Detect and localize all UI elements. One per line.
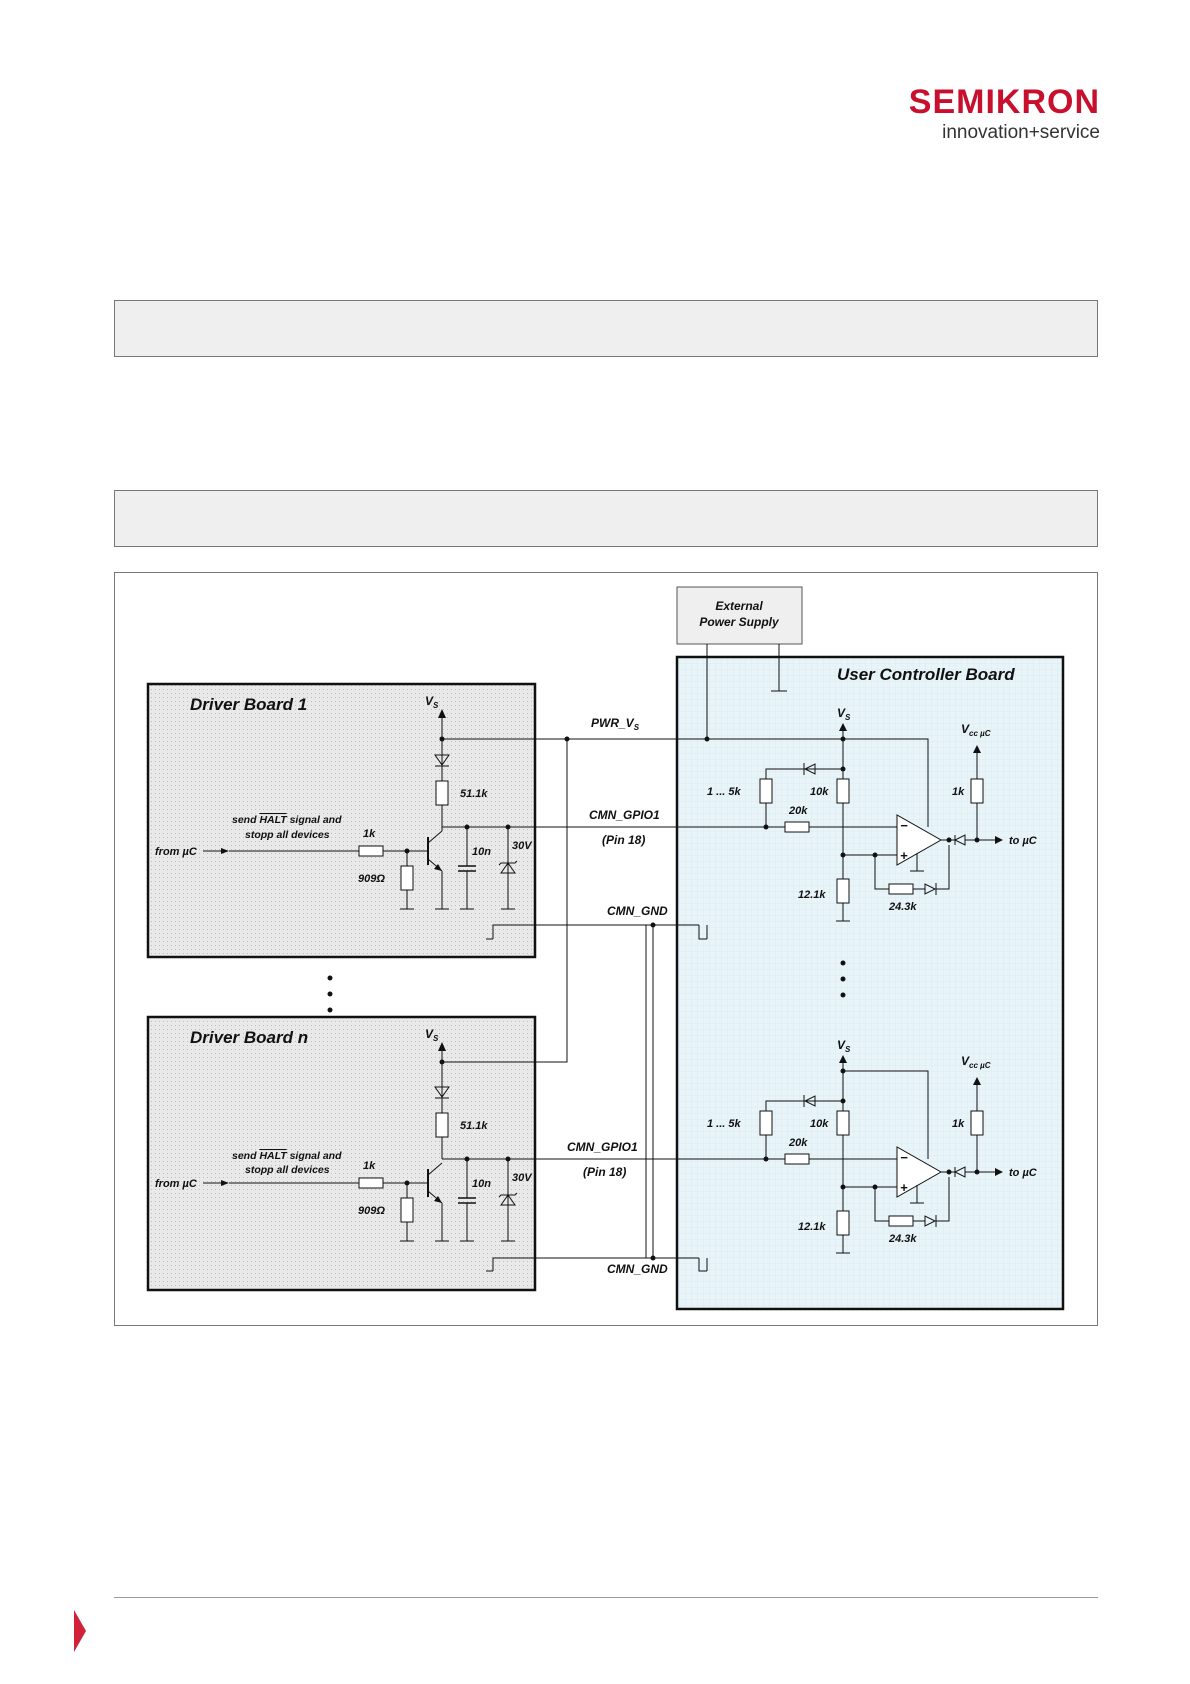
controller-channel-1: VS 1 ... 5k 10k 20k − + xyxy=(706,706,1038,939)
svg-text:20k: 20k xyxy=(788,805,808,817)
gpio-1-label: CMN_GPIO1 xyxy=(589,808,660,822)
pin-1-label: (Pin 18) xyxy=(602,833,645,847)
svg-text:1 ... 5k: 1 ... 5k xyxy=(707,1118,742,1130)
svg-text:+: + xyxy=(900,848,908,863)
svg-text:1k: 1k xyxy=(363,1160,376,1172)
pwr-vs-label: PWR_VS xyxy=(591,716,640,732)
svg-text:+: + xyxy=(900,1180,908,1195)
svg-text:−: − xyxy=(900,1150,908,1165)
footer-rule xyxy=(114,1597,1098,1598)
svg-text:to µC: to µC xyxy=(1009,1167,1038,1179)
svg-text:VS: VS xyxy=(425,694,439,710)
svg-text:10n: 10n xyxy=(472,1178,491,1190)
pin-n-label: (Pin 18) xyxy=(583,1165,626,1179)
svg-text:10k: 10k xyxy=(810,786,829,798)
figure-frame: External Power Supply User Controller Bo… xyxy=(114,572,1098,1326)
controller-board-title: User Controller Board xyxy=(837,665,1015,684)
page-marker-icon xyxy=(74,1610,86,1652)
semikron-logo: SEMIKRON innovation+service xyxy=(909,84,1100,144)
boardn-send-line1: send HALT signal and xyxy=(232,1150,342,1162)
svg-text:51.1k: 51.1k xyxy=(460,1120,488,1132)
svg-text:20k: 20k xyxy=(788,1137,808,1149)
svg-text:10n: 10n xyxy=(472,846,491,858)
gray-heading-bar-2 xyxy=(114,490,1098,547)
svg-text:12.1k: 12.1k xyxy=(798,889,826,901)
driver-board-1: Driver Board 1 VS 51.1k from µC send HAL… xyxy=(146,682,653,959)
svg-text:30V: 30V xyxy=(512,840,533,852)
external-power-supply-box xyxy=(676,586,803,645)
board1-send-line1: send HALT signal and xyxy=(232,814,342,826)
svg-text:Vcc µC: Vcc µC xyxy=(961,1054,991,1070)
svg-text:−: − xyxy=(900,818,908,833)
logo-tagline: innovation+service xyxy=(942,122,1100,143)
boardn-from-uc: from µC xyxy=(155,1178,198,1190)
gnd-n-label: CMN_GND xyxy=(607,1262,668,1276)
svg-text:VS: VS xyxy=(837,1038,851,1054)
external-supply-label-2: Power Supply xyxy=(699,615,780,629)
driver-board-n-title: Driver Board n xyxy=(190,1028,308,1047)
svg-text:51.1k: 51.1k xyxy=(460,788,488,800)
svg-text:909Ω: 909Ω xyxy=(358,873,385,885)
gpio-n-label: CMN_GPIO1 xyxy=(567,1140,638,1154)
svg-text:1 ... 5k: 1 ... 5k xyxy=(707,786,742,798)
svg-text:Vcc µC: Vcc µC xyxy=(961,722,991,738)
svg-text:1k: 1k xyxy=(363,828,376,840)
gray-heading-bar-1 xyxy=(114,300,1098,357)
logo-wordmark: SEMIKRON xyxy=(908,83,1100,121)
svg-text:10k: 10k xyxy=(810,1118,829,1130)
boardn-send-line2: stopp all devices xyxy=(245,1164,330,1176)
svg-text:VS: VS xyxy=(837,706,851,722)
driver-board-1-title: Driver Board 1 xyxy=(190,695,307,714)
svg-text:12.1k: 12.1k xyxy=(798,1221,826,1233)
circuit-diagram: External Power Supply User Controller Bo… xyxy=(146,586,1065,1311)
board1-from-uc: from µC xyxy=(155,846,198,858)
user-controller-board xyxy=(675,655,1065,1311)
svg-text:30V: 30V xyxy=(512,1172,533,1184)
controller-channel-n: VS 1 ... 5k 10k 20k − + 12.1k xyxy=(706,1038,1038,1271)
svg-text:909Ω: 909Ω xyxy=(358,1205,385,1217)
svg-text:VS: VS xyxy=(425,1027,439,1043)
svg-text:24.3k: 24.3k xyxy=(888,901,917,913)
gnd-1-label: CMN_GND xyxy=(607,904,668,918)
external-supply-label-1: External xyxy=(715,599,763,613)
svg-text:24.3k: 24.3k xyxy=(888,1233,917,1245)
svg-text:1k: 1k xyxy=(952,786,965,798)
svg-text:1k: 1k xyxy=(952,1118,965,1130)
board1-send-line2: stopp all devices xyxy=(245,829,330,841)
svg-text:to µC: to µC xyxy=(1009,835,1038,847)
